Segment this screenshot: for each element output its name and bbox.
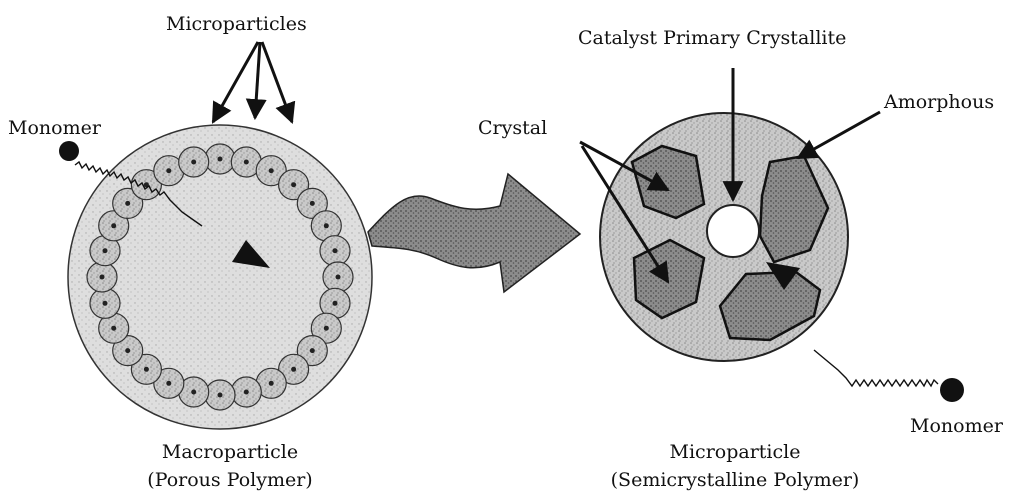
microparticle-title-line1: Microparticle <box>600 440 870 464</box>
microparticle-core <box>291 182 296 187</box>
microparticle-core <box>166 168 171 173</box>
microparticle-core <box>191 390 196 395</box>
microparticle-core <box>310 348 315 353</box>
microparticle-core <box>333 248 338 253</box>
catalyst-label: Catalyst Primary Crystallite <box>578 26 846 50</box>
microparticles-label: Microparticles <box>166 12 307 36</box>
microparticle-core <box>218 157 223 162</box>
microparticle-core <box>111 326 116 331</box>
monomer-label-right: Monomer <box>910 414 1003 438</box>
microparticle-core <box>100 275 105 280</box>
macroparticle-title-line2: (Porous Polymer) <box>110 468 350 492</box>
macroparticle-title: Macroparticle (Porous Polymer) <box>110 440 350 492</box>
monomer-path-right <box>814 350 938 386</box>
microparticle-core <box>125 201 130 206</box>
microparticle-title: Microparticle (Semicrystalline Polymer) <box>600 440 870 492</box>
microparticle-core <box>111 223 116 228</box>
microparticle-core <box>103 301 108 306</box>
catalyst-crystallite-core <box>707 205 759 257</box>
microparticle-core <box>324 223 329 228</box>
crystal-label: Crystal <box>478 116 547 140</box>
microparticle-core <box>336 275 341 280</box>
microparticle-title-line2: (Semicrystalline Polymer) <box>600 468 870 492</box>
microparticle-core <box>244 390 249 395</box>
microparticle-core <box>125 348 130 353</box>
microparticle-core <box>218 393 223 398</box>
microparticles-arrows <box>213 42 292 122</box>
amorphous-label: Amorphous <box>884 90 994 114</box>
microparticle-core <box>244 160 249 165</box>
monomer-dot-right <box>940 378 964 402</box>
microparticle-core <box>324 326 329 331</box>
monomer-dot-left <box>59 141 79 161</box>
microparticle-core <box>269 168 274 173</box>
macroparticle <box>68 125 372 429</box>
microparticle-core <box>333 301 338 306</box>
microparticle-core <box>310 201 315 206</box>
microparticle-core <box>166 381 171 386</box>
monomer-label-left: Monomer <box>8 116 101 140</box>
transition-arrow <box>368 174 580 292</box>
microparticle-core <box>291 367 296 372</box>
microparticle-core <box>103 248 108 253</box>
microparticle-core <box>191 160 196 165</box>
microparticle-core <box>144 367 149 372</box>
macroparticle-title-line1: Macroparticle <box>110 440 350 464</box>
microparticle-core <box>269 381 274 386</box>
